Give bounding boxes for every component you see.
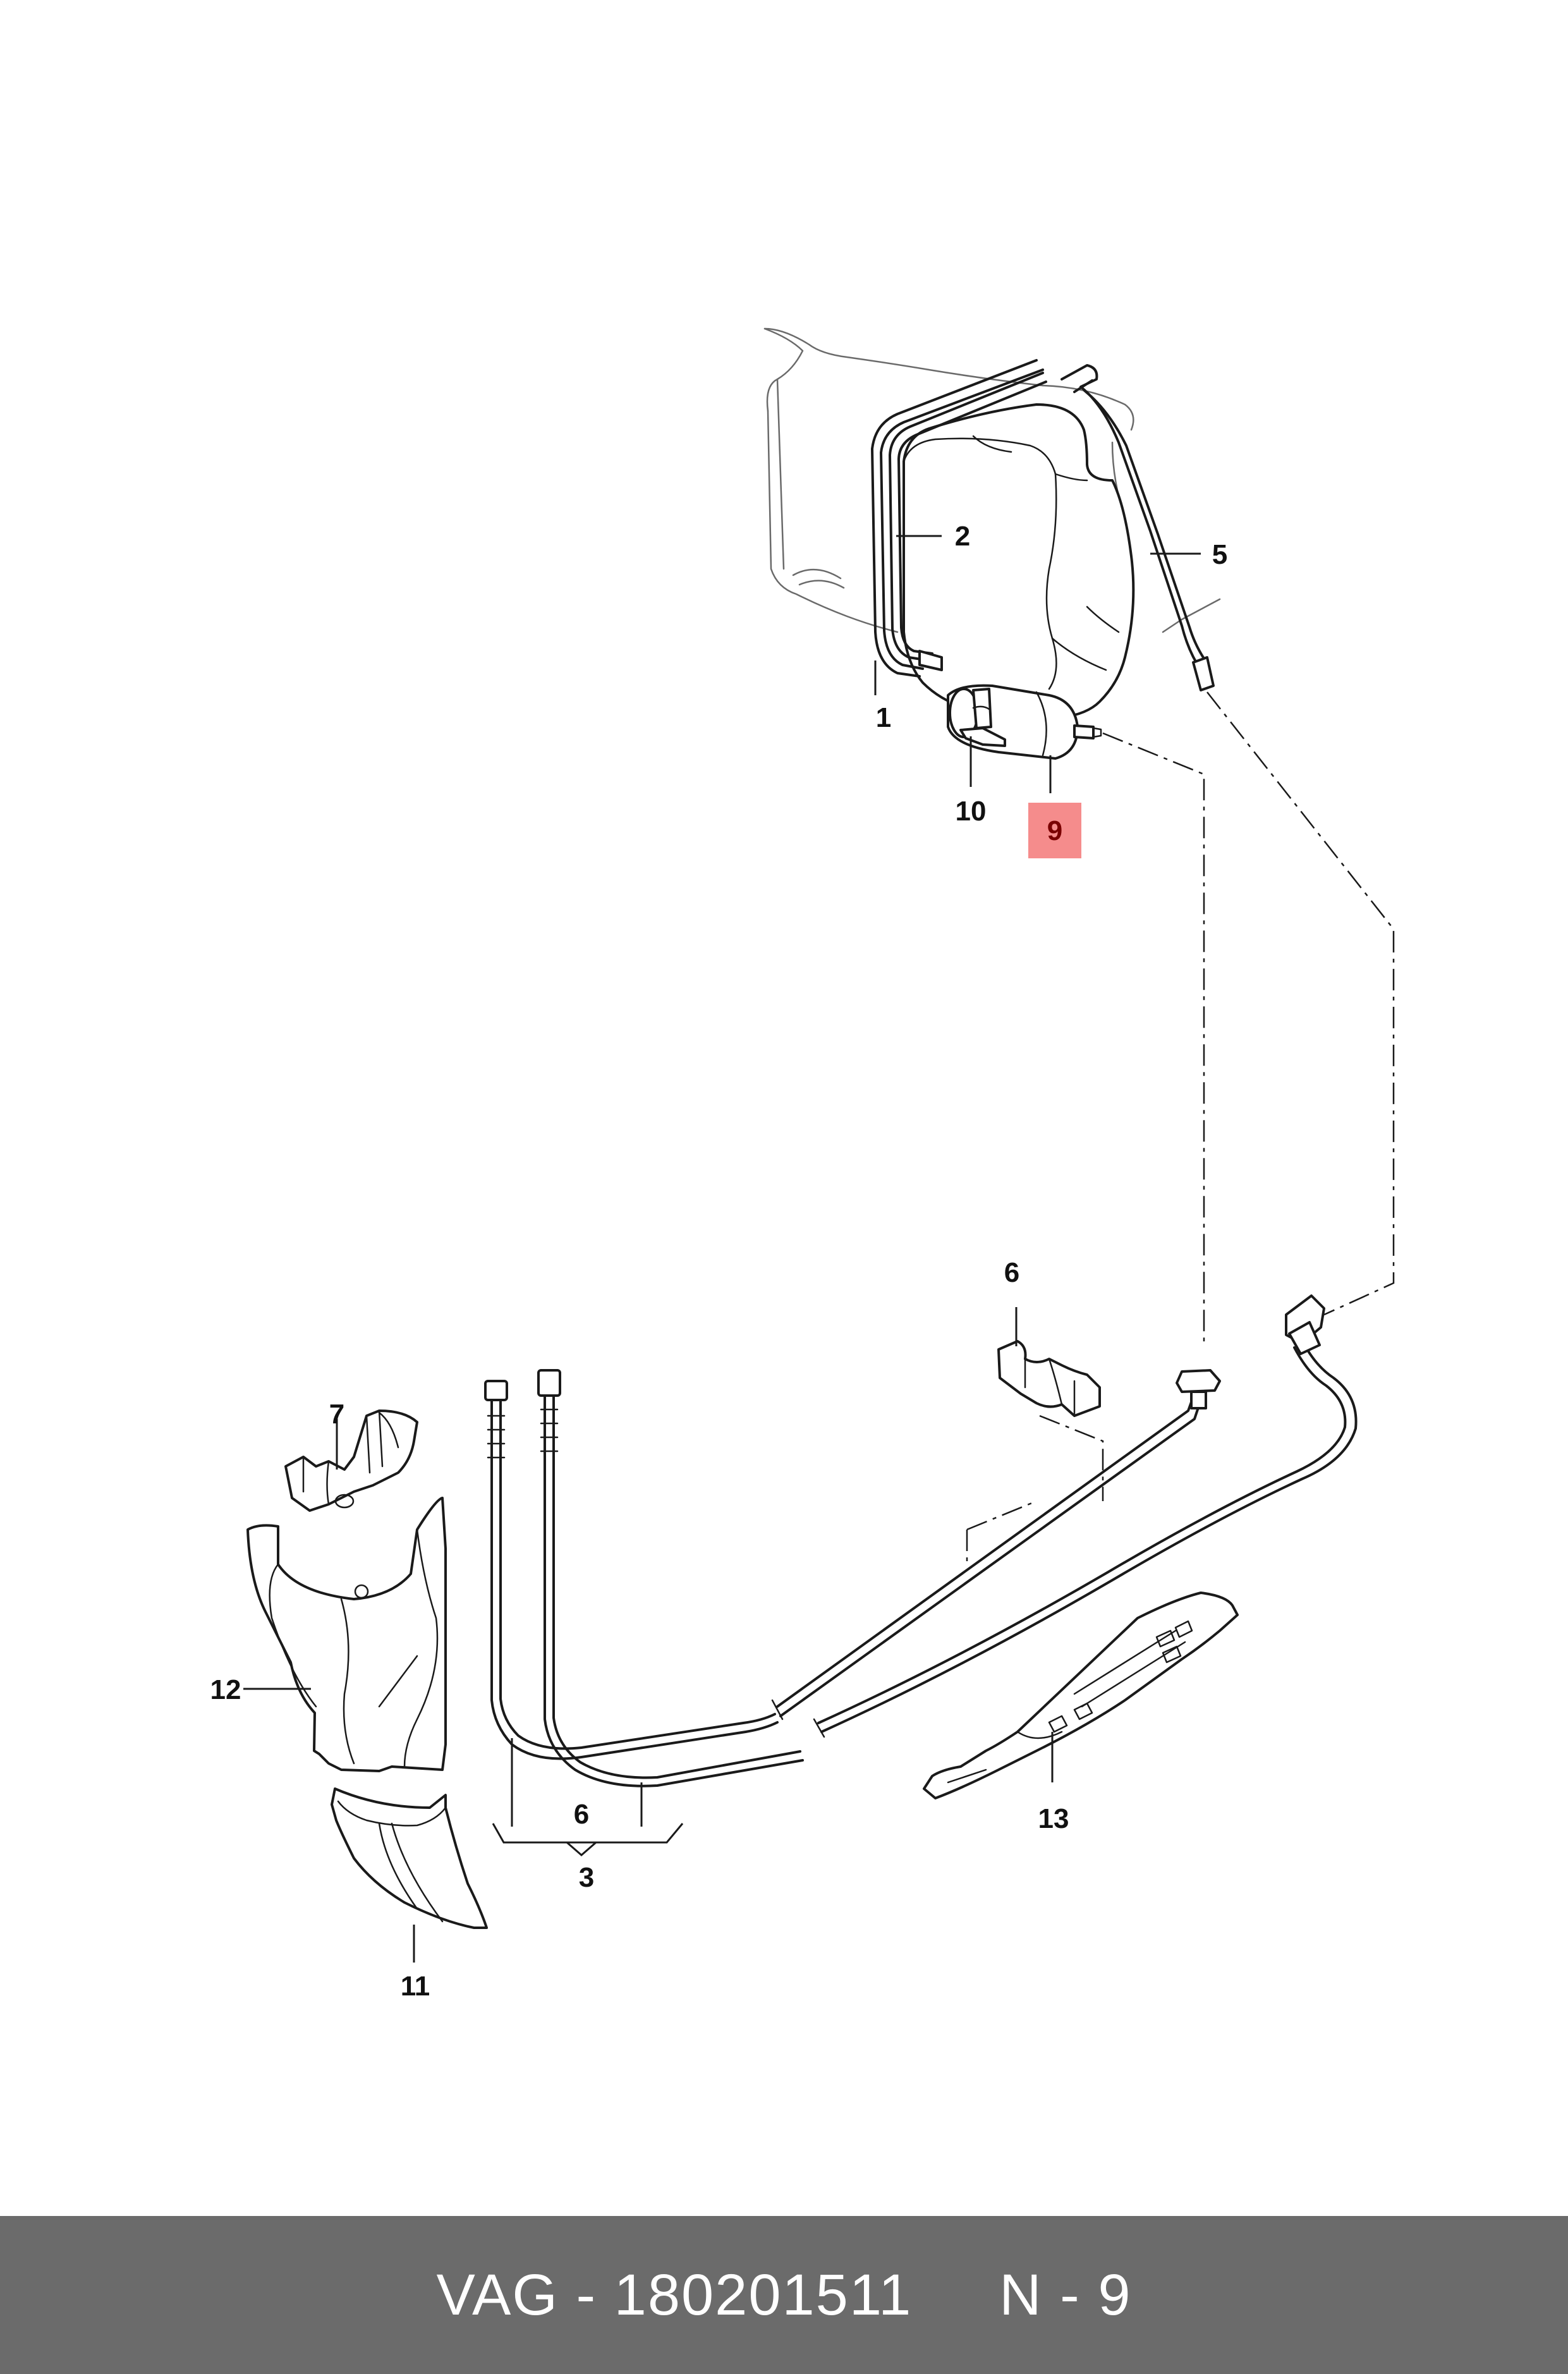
callout-1: 1 <box>876 702 891 733</box>
hose-clip-7 <box>284 1409 418 1512</box>
callout-11: 11 <box>401 1971 430 2002</box>
hose-3-assembly <box>484 1294 1358 1787</box>
connection-lines <box>966 691 1395 1567</box>
part-number-caption: VAG - 180201511 N - 9 <box>436 2262 1132 2327</box>
callout-12: 12 <box>210 1674 241 1705</box>
washer-reservoir <box>903 403 1135 719</box>
callout-6-upper: 6 <box>1004 1257 1019 1288</box>
leader-lines <box>243 535 1201 1963</box>
hose-1 <box>871 359 1044 678</box>
callout-13: 13 <box>1038 1803 1069 1834</box>
callout-2: 2 <box>955 521 970 552</box>
footer-bar: VAG - 180201511 N - 9 <box>0 2216 1568 2374</box>
pump-retaining-clip <box>959 688 1006 747</box>
callout-10: 10 <box>956 796 987 827</box>
callout-7: 7 <box>329 1399 344 1430</box>
highlight-box <box>1028 803 1081 858</box>
hose-2 <box>889 372 1047 671</box>
hose-5 <box>1061 364 1215 691</box>
callout-5: 5 <box>1212 539 1227 570</box>
vehicle-body-outline <box>763 327 1221 633</box>
callout-9: 9 <box>1047 815 1062 846</box>
hose-clip-6 <box>997 1340 1101 1417</box>
callout-6-lower: 6 <box>574 1799 589 1830</box>
bracket-13 <box>923 1592 1239 1799</box>
trim-cover-12 <box>246 1497 447 1772</box>
parts-diagram: 1 2 5 9 10 6 7 12 6 3 11 13 <box>210 327 1395 2002</box>
callout-labels: 1 2 5 9 10 6 7 12 6 3 11 13 <box>210 521 1228 2002</box>
trim-cover-11 <box>331 1787 488 1929</box>
callout-3: 3 <box>579 1862 594 1893</box>
